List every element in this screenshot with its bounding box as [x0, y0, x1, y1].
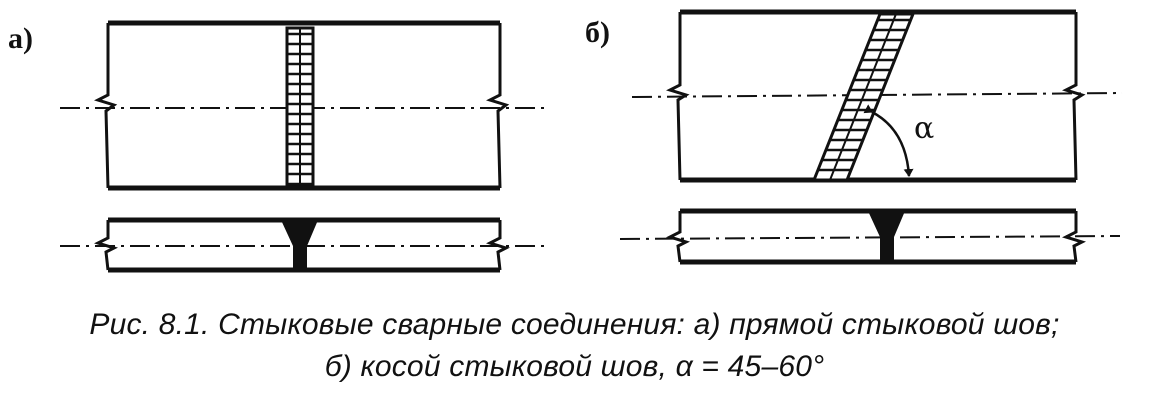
panel-a-weld-seam — [285, 26, 315, 188]
panel-b-plan-view: α — [631, 9, 1123, 183]
figure-caption-line-1: Рис. 8.1. Стыковые сварные соединения: а… — [89, 308, 1060, 341]
panel-b-section-centerline — [619, 235, 1121, 240]
panel-a-plan-view — [60, 20, 548, 191]
figure-caption-line-2: б) косой стыковой шов, α = 45–60° — [324, 350, 825, 383]
panel-b-label: б) — [585, 16, 610, 49]
panel-a-section-view — [60, 217, 548, 273]
angle-arc — [863, 104, 914, 177]
panel-b-weld-section — [868, 211, 905, 264]
panel-b-weld-seam — [811, 12, 916, 182]
panel-b: б) α — [585, 9, 1123, 265]
weld-joints-figure: а) б) — [8, 9, 1123, 273]
panel-b-section-view — [619, 208, 1121, 265]
panel-a: а) — [8, 20, 548, 273]
panel-a-weld-section — [281, 220, 318, 272]
panel-a-label: а) — [8, 22, 33, 55]
angle-alpha-label: α — [914, 111, 934, 146]
